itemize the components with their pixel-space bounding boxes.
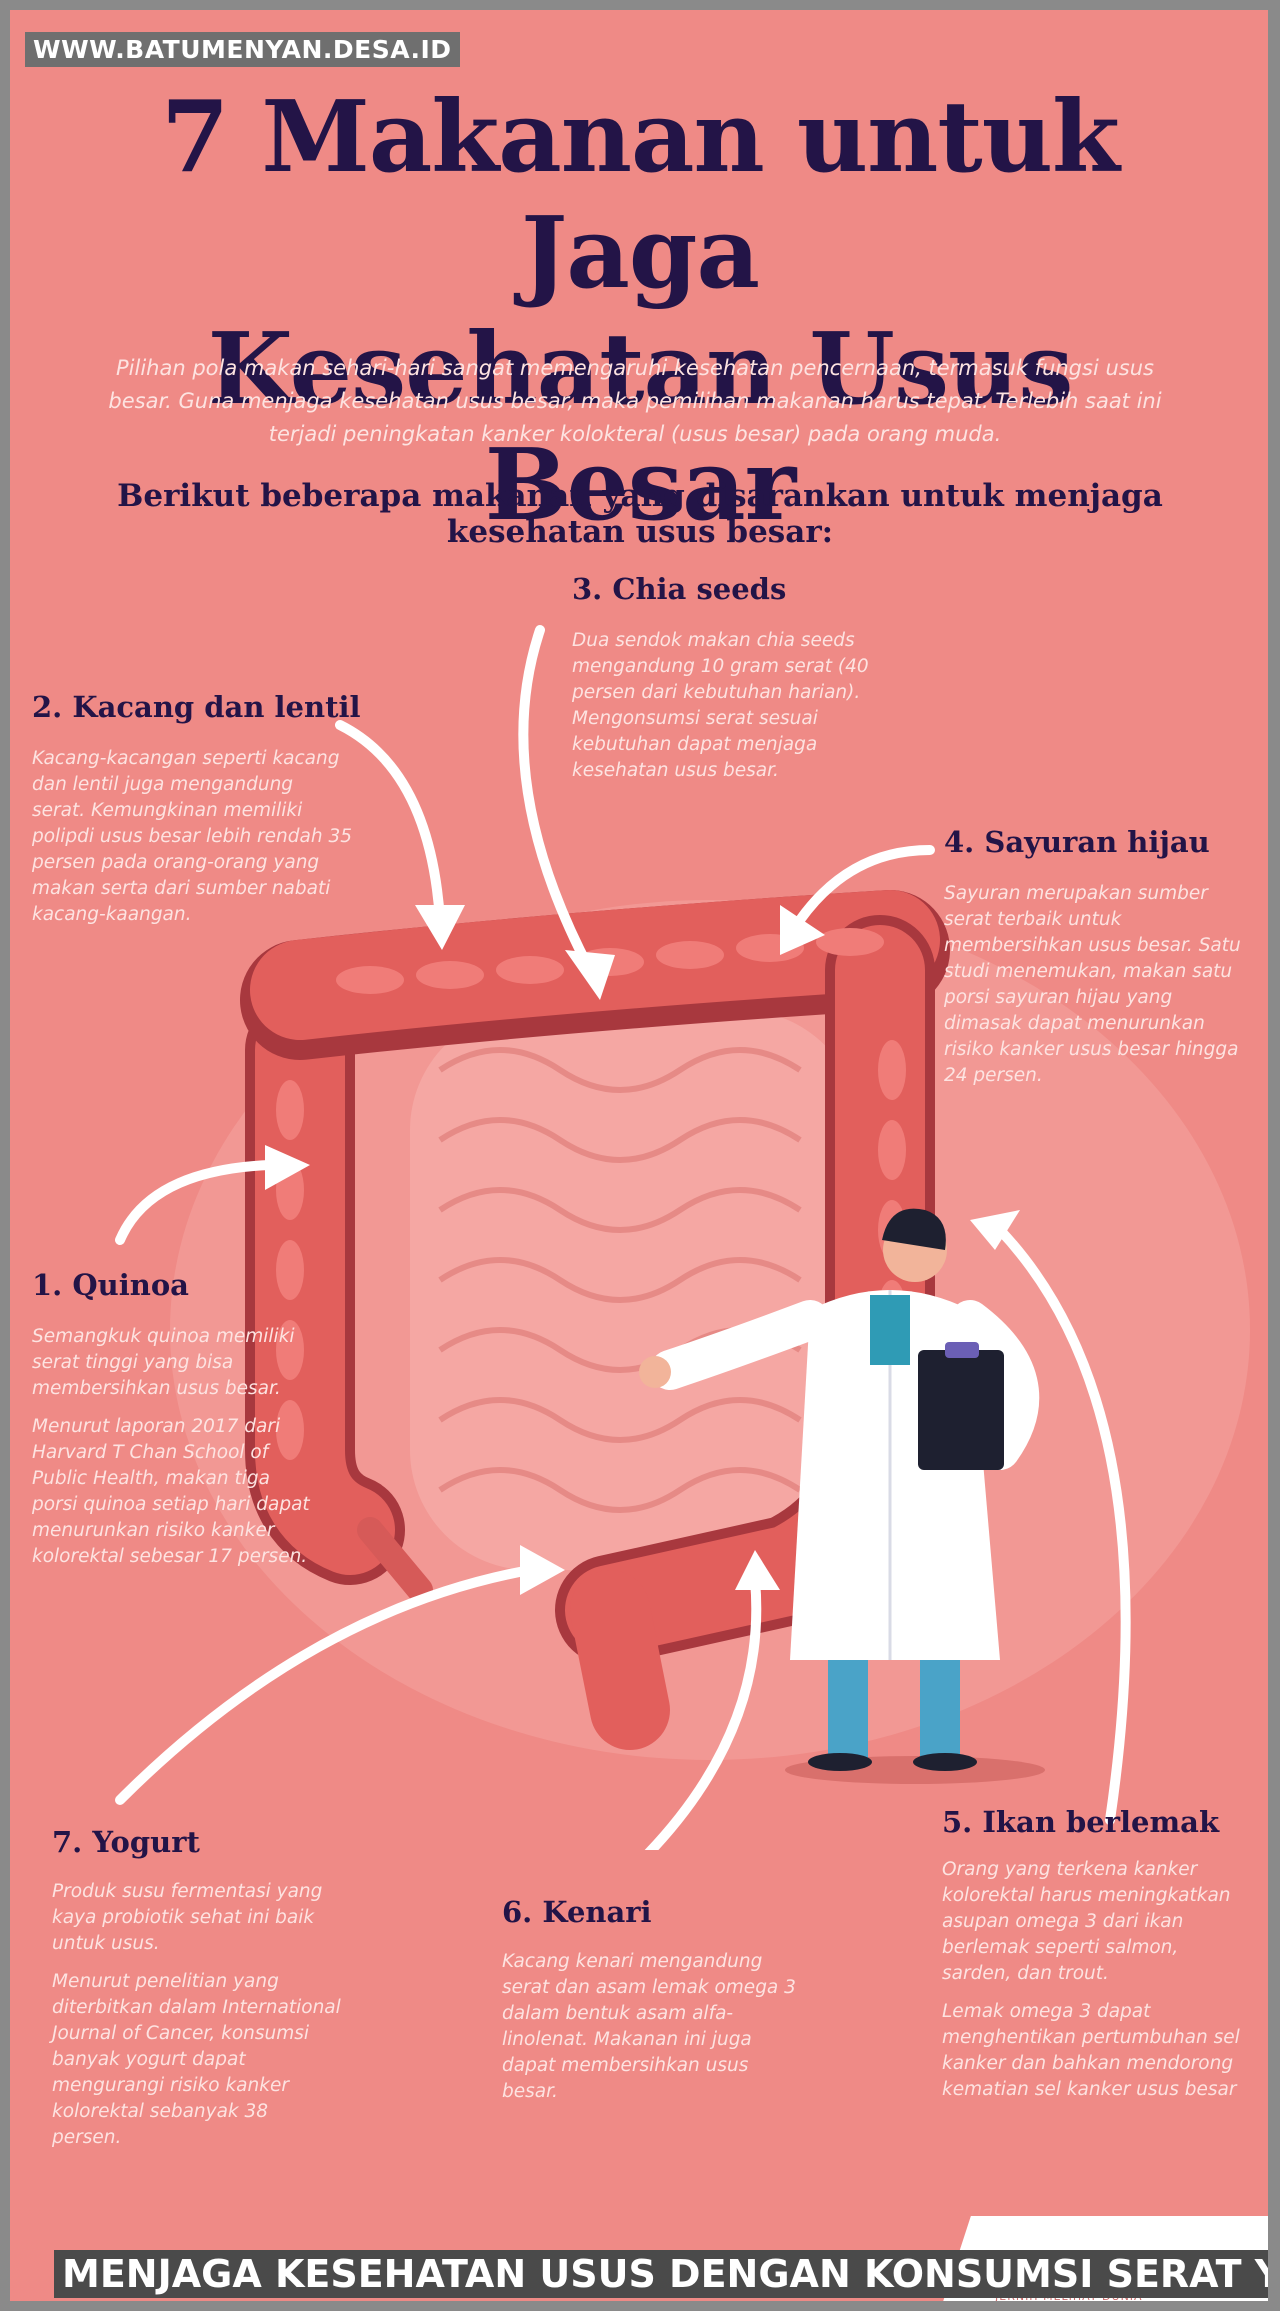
arrow-icon (795, 845, 935, 925)
item-title: 4. Sayuran hijau (944, 825, 1210, 859)
doctor-illustration (639, 1208, 1045, 1784)
item-sayuran-hijau: 4. Sayuran hijau Sayuran merupakan sumbe… (944, 825, 1244, 1101)
intro-text: Pilihan pola makan sehari-hari sangat me… (108, 356, 1162, 446)
item-chia-seeds: 3. Chia seeds Dua sendok makan chia seed… (572, 572, 892, 796)
item-kenari: 6. Kenari Kacang kenari mengandung serat… (502, 1895, 802, 2117)
small-intestine (410, 1010, 860, 1570)
site-watermark: WWW.BATUMENYAN.DESA.ID (25, 32, 460, 67)
item-quinoa: 1. Quinoa Semangkuk quinoa memiliki sera… (32, 1268, 312, 1582)
item-paragraph: Orang yang terkena kanker kolorektal har… (942, 1859, 1231, 1984)
item-title: 2. Kacang dan lentil (32, 690, 361, 724)
item-paragraph: Kacang-kacangan seperti kacang dan lenti… (32, 748, 352, 925)
item-paragraph: Lemak omega 3 dapat menghentikan pertumb… (942, 2001, 1240, 2100)
item-paragraph: Menurut laporan 2017 dari Harvard T Chan… (32, 1416, 310, 1567)
arrow-icon (335, 720, 445, 925)
arrowheads (265, 905, 1020, 1595)
page-title: 7 Makanan untuk Jaga Kesehatan Usus Besa… (50, 80, 1230, 544)
item-title: 3. Chia seeds (572, 572, 787, 606)
title-line-1: 7 Makanan untuk Jaga (161, 80, 1120, 311)
item-paragraph: Sayuran merupakan sumber serat terbaik u… (944, 883, 1241, 1086)
arrow-icon (115, 1565, 535, 1805)
item-paragraph: Kacang kenari mengandung serat dan asam … (502, 1951, 796, 2102)
arrow-icon (644, 1575, 762, 1850)
footer-caption: MENJAGA KESEHATAN USUS DENGAN KONSUMSI S… (54, 2250, 1268, 2298)
clipboard-icon (918, 1342, 1004, 1470)
item-kacang-dan-lentil: 2. Kacang dan lentil Kacang-kacangan sep… (32, 690, 361, 940)
title-line-2: Kesehatan Usus Besar (207, 312, 1074, 543)
item-title: 1. Quinoa (32, 1268, 189, 1302)
item-title: 7. Yogurt (52, 1825, 200, 1859)
item-paragraph: Produk susu fermentasi yang kaya probiot… (52, 1881, 323, 1954)
arrow-icon (115, 1160, 275, 1245)
item-text: Kacang kenari mengandung serat dan asam … (502, 1949, 802, 2105)
item-text: Semangkuk quinoa memiliki serat tinggi y… (32, 1324, 312, 1570)
item-text: Sayuran merupakan sumber serat terbaik u… (944, 881, 1244, 1089)
item-title: 5. Ikan berlemak (942, 1805, 1220, 1839)
item-paragraph: Semangkuk quinoa memiliki serat tinggi y… (32, 1326, 295, 1399)
arrow-icon (518, 625, 595, 975)
item-yogurt: 7. Yogurt Produk susu fermentasi yang ka… (52, 1825, 342, 2163)
item-title: 6. Kenari (502, 1895, 652, 1929)
arrows (115, 625, 1131, 1850)
infographic-canvas: WWW.BATUMENYAN.DESA.ID 7 Makanan untuk J… (10, 10, 1268, 2301)
item-text: Produk susu fermentasi yang kaya probiot… (52, 1879, 342, 2151)
item-paragraph: Menurut penelitian yang diterbitkan dala… (52, 1971, 341, 2148)
item-text: Kacang-kacangan seperti kacang dan lenti… (32, 746, 352, 928)
arrow-icon (995, 1225, 1131, 1825)
item-text: Orang yang terkena kanker kolorektal har… (942, 1857, 1242, 2103)
item-paragraph: Dua sendok makan chia seeds mengandung 1… (572, 630, 869, 781)
item-text: Dua sendok makan chia seeds mengandung 1… (572, 628, 872, 784)
section-subheading: Berikut beberapa makanan yang disarankan… (117, 478, 1163, 550)
item-ikan-berlemak: 5. Ikan berlemak Orang yang terkena kank… (942, 1805, 1242, 2115)
colon-illustration (115, 625, 1250, 1850)
